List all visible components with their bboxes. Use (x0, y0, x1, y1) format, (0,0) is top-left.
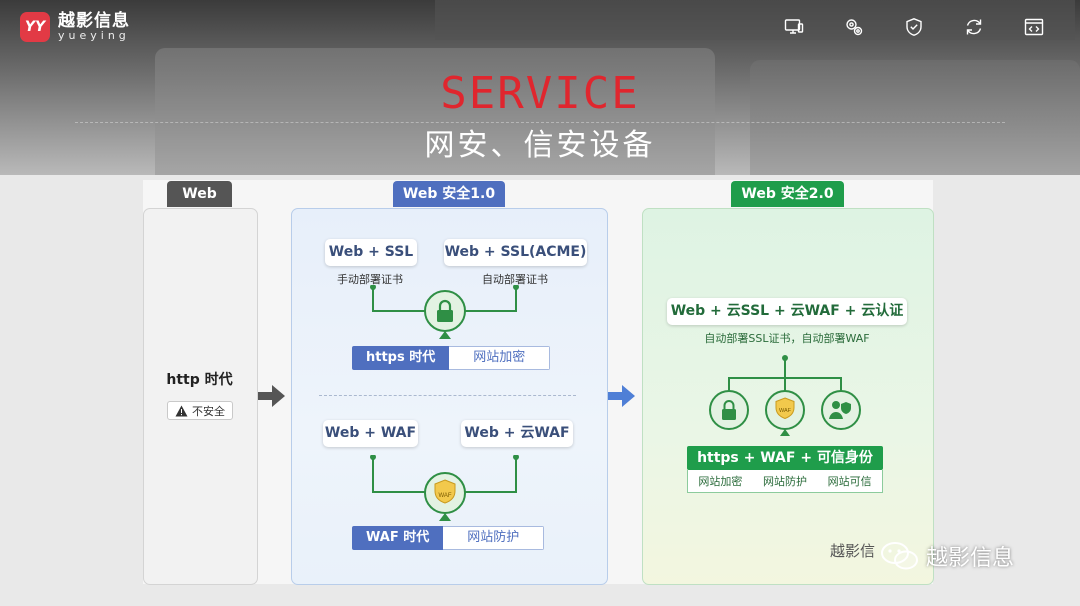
chip-web-ssl: Web + SSL (325, 239, 417, 266)
monitor-icon[interactable] (784, 17, 804, 37)
refresh-icon[interactable] (964, 17, 984, 37)
arrow-right-icon (258, 385, 285, 407)
v2-era-sub: 网站加密 网站防护 网站可信 (687, 470, 883, 493)
hero-backdrop-monitor (750, 60, 1080, 175)
http-era-label: http 时代 (166, 372, 233, 388)
era-waf-label: WAF 时代 (352, 526, 444, 550)
logo-mark: YY (20, 12, 50, 42)
v2-era-bar: https + WAF + 可信身份 (687, 446, 883, 470)
page-title: SERVICE (440, 68, 640, 119)
caption-manual-cert: 手动部署证书 (337, 273, 403, 286)
hero-backdrop-monitor (155, 48, 715, 175)
caption-auto-cert: 自动部署证书 (482, 273, 548, 286)
v1-divider (319, 395, 576, 396)
tab-web: Web (167, 181, 232, 207)
v1-top-connector (370, 285, 519, 339)
brand-logo[interactable]: YY 越影信息 yueying (20, 12, 130, 42)
chip-cloud-stack: Web + 云SSL + 云WAF + 云认证 (667, 298, 907, 325)
panel-web (143, 208, 258, 585)
era-https-sub: 网站加密 (449, 346, 551, 370)
hero-backdrop (435, 0, 1075, 40)
page-subtitle: 网安、信安设备 (424, 128, 656, 163)
v2-sub-trust: 网站可信 (827, 475, 872, 488)
brand-name-cn: 越影信息 (58, 11, 130, 31)
v2-sub-encrypt: 网站加密 (698, 475, 743, 488)
chip-web-ssl-acme: Web + SSL(ACME) (444, 239, 587, 266)
hero-banner (0, 0, 1080, 175)
warning-icon (175, 405, 188, 416)
era-https: https 时代 网站加密 (352, 346, 551, 370)
code-icon[interactable] (1024, 17, 1044, 37)
shield-icon[interactable] (904, 17, 924, 37)
watermark-small: 越影信 (830, 542, 876, 560)
waf-badge-label: WAF (438, 493, 451, 499)
wechat-icon (881, 542, 918, 570)
era-waf: WAF 时代 网站防护 (352, 526, 545, 550)
hero-divider (75, 122, 1005, 123)
v2-sub-protect: 网站防护 (762, 475, 807, 488)
tab-web-security-1: Web 安全1.0 (393, 181, 505, 207)
v1-bottom-connector: WAF (370, 455, 519, 521)
chip-web-waf: Web + WAF (323, 420, 418, 447)
insecure-badge: 不安全 (167, 401, 233, 420)
watermark: 越影信息 (880, 540, 1014, 572)
chip-web-cloud-waf: Web + 云WAF (461, 420, 573, 447)
brand-name-en: yueying (58, 29, 130, 42)
tab-web-security-2: Web 安全2.0 (731, 181, 844, 207)
era-https-label: https 时代 (352, 346, 450, 370)
v2-connector: WAF (709, 355, 861, 436)
caption-auto-ssl-waf: 自动部署SSL证书，自动部署WAF (704, 332, 870, 345)
settings-icon[interactable] (844, 17, 864, 37)
watermark-label: 越影信息 (926, 546, 1015, 571)
panel-web-security-1 (291, 208, 608, 585)
insecure-label: 不安全 (192, 404, 225, 418)
waf-badge-label: WAF (779, 408, 792, 414)
era-waf-sub: 网站防护 (443, 526, 545, 550)
arrow-right-icon (608, 385, 635, 407)
top-nav (784, 17, 1044, 37)
